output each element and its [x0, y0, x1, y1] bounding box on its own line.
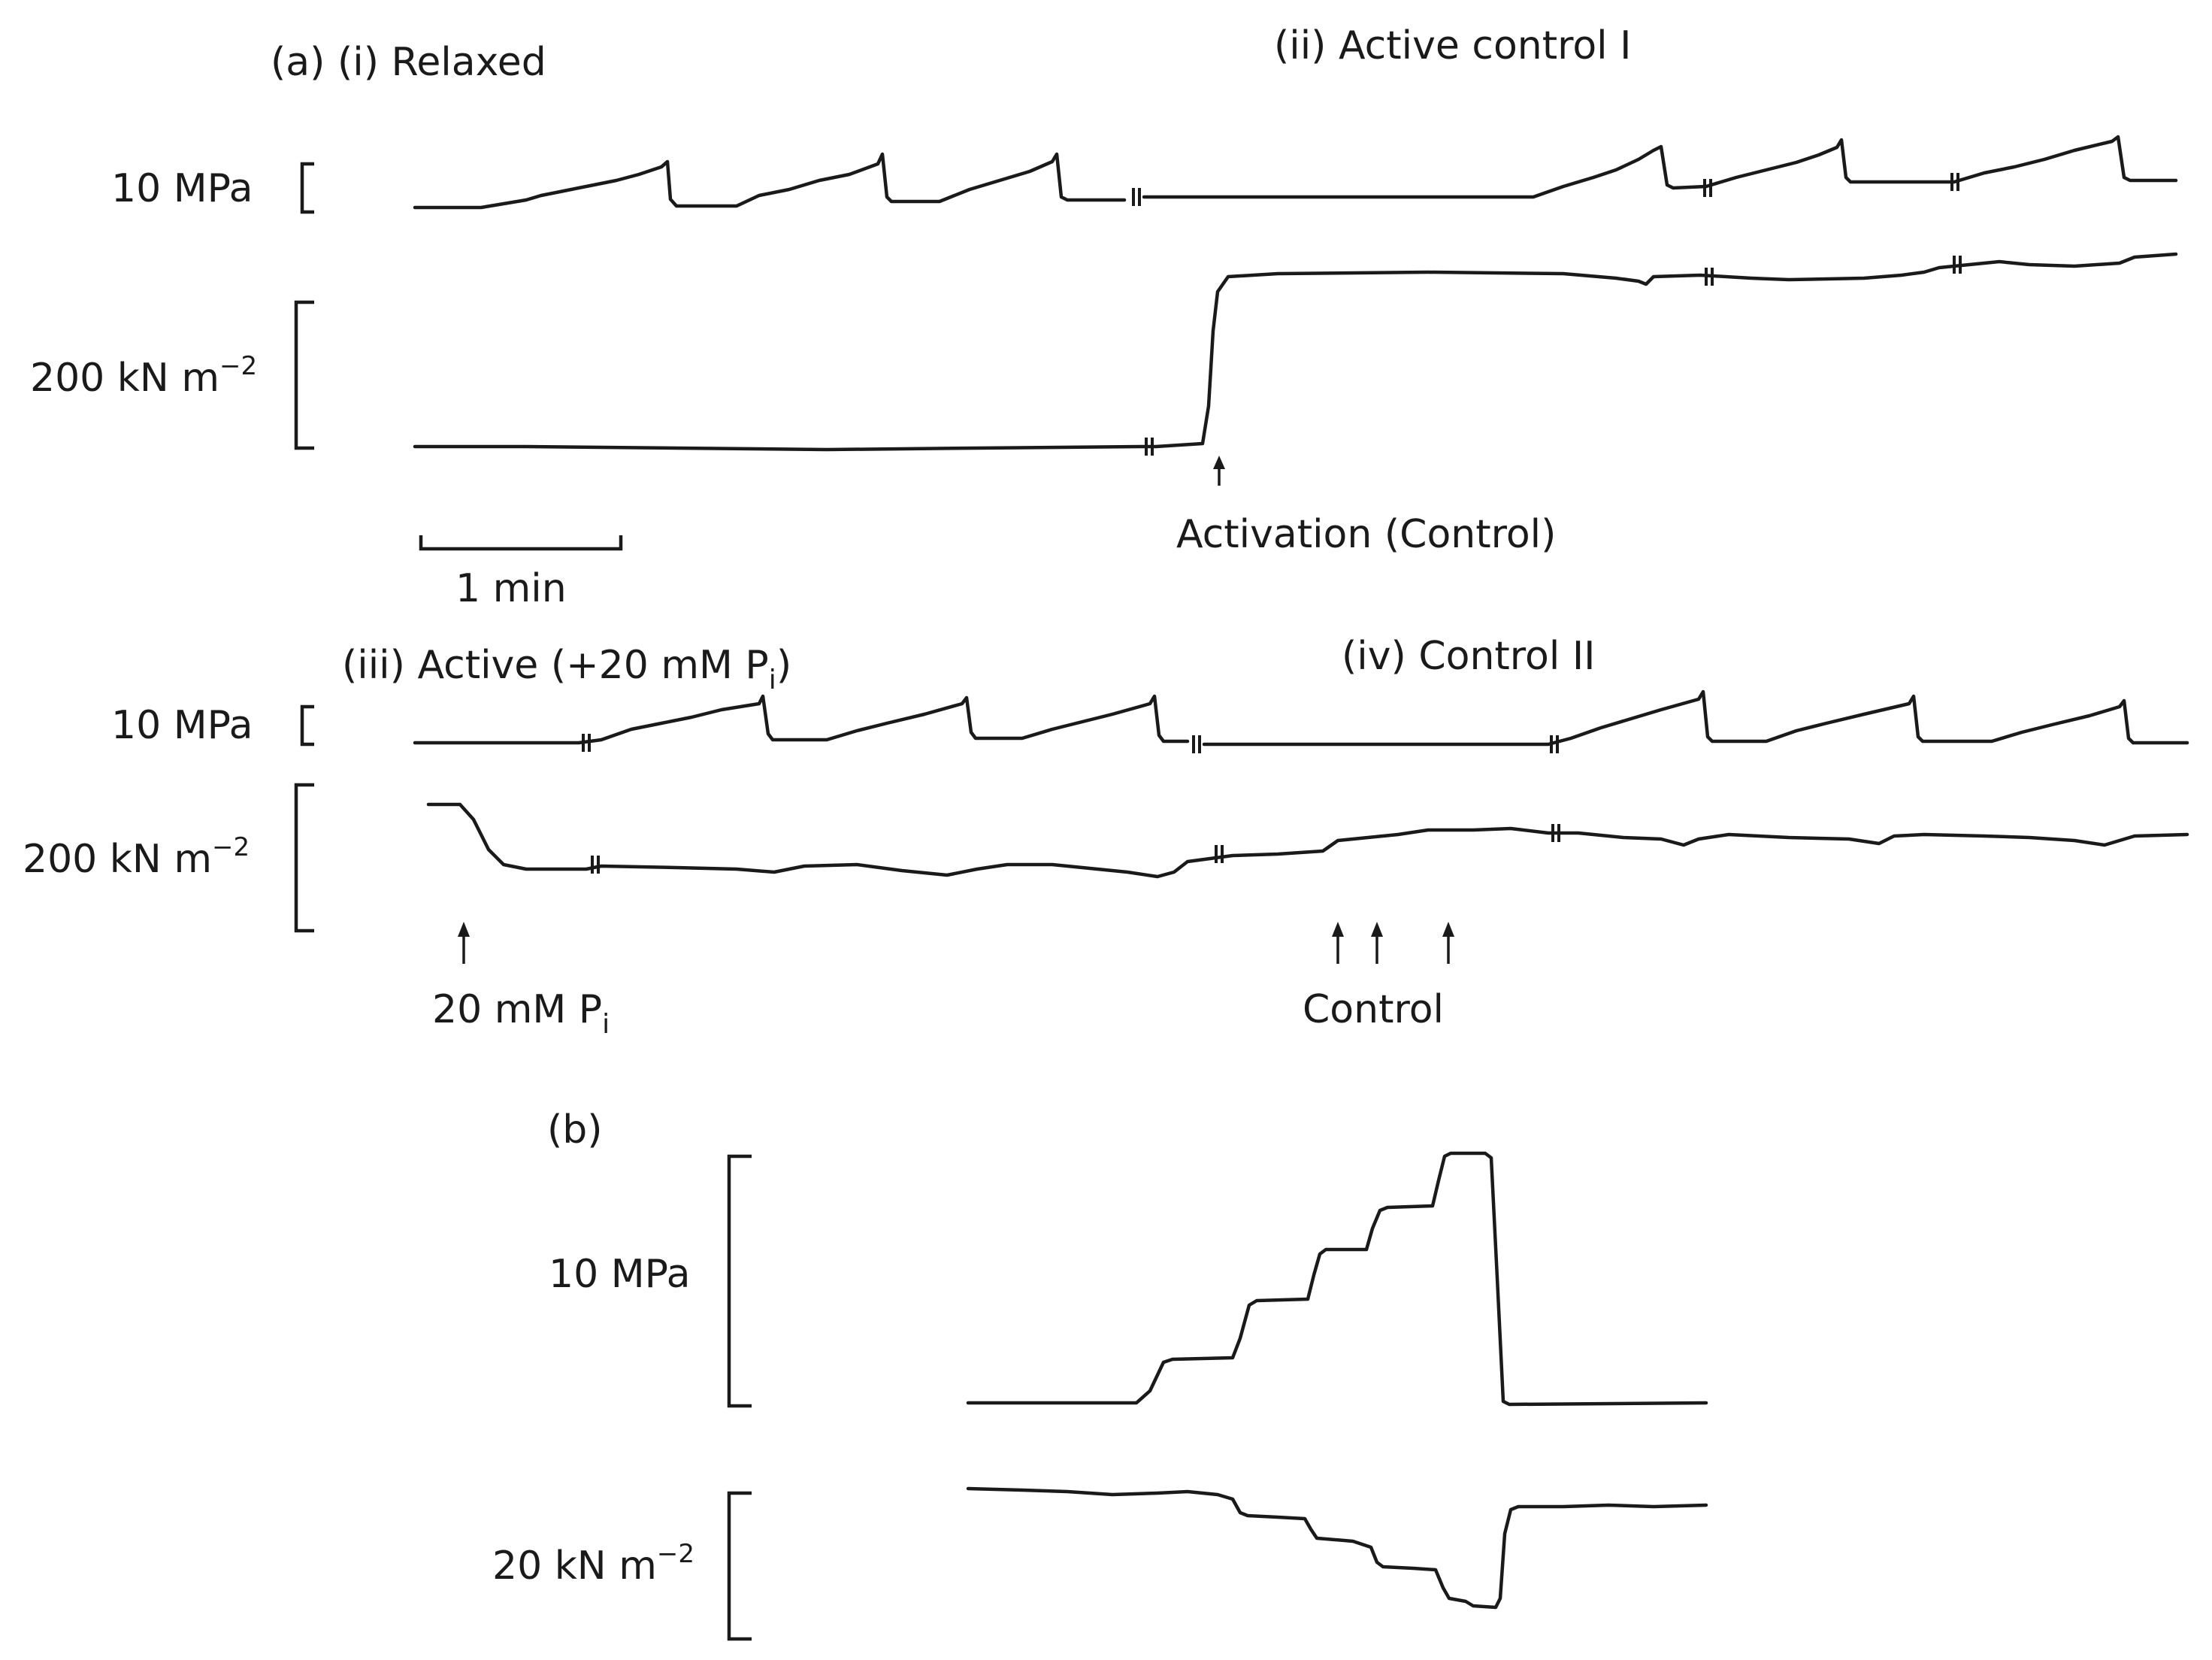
time-scale-label: 1 min — [455, 566, 567, 611]
pressure-bracket-1 — [300, 162, 314, 214]
activation-label: Activation (Control) — [1176, 512, 1556, 557]
label-control-2: (iv) Control II — [1342, 634, 1596, 679]
label-panel-b: (b) — [547, 1107, 603, 1153]
panel-b-tension-bracket — [727, 1491, 752, 1641]
tension-calibration-1: 200 kN m−2 — [30, 351, 257, 401]
pressure-calibration-2: 10 MPa — [111, 703, 253, 748]
pi-arrowhead — [458, 922, 470, 937]
time-scale-bar — [419, 535, 623, 551]
tension-trace-row-1 — [413, 252, 2178, 452]
tension-bracket-1 — [294, 300, 314, 450]
pressure-trace-control-2 — [1202, 689, 2189, 747]
tension-calibration-2: 200 kN m−2 — [23, 832, 250, 882]
label-relaxed: (a) (i) Relaxed — [271, 40, 546, 85]
label-active-pi: (iii) Active (+20 mM Pi) — [342, 643, 791, 695]
pressure-trace-active-1 — [1142, 135, 2178, 199]
control-arrows — [1332, 922, 1454, 964]
pressure-calibration-1: 10 MPa — [111, 166, 253, 211]
label-active-control-1: (ii) Active control I — [1274, 23, 1632, 68]
panel-b-tension-calibration: 20 kN m−2 — [492, 1539, 694, 1589]
tension-trace-row-2 — [426, 802, 2189, 879]
pi-label: 20 mM Pi — [432, 987, 610, 1040]
panel-b-pressure-trace — [966, 1151, 1708, 1407]
panel-b-pressure-bracket — [727, 1154, 752, 1408]
trace-break-marks-row-2 — [582, 734, 1560, 874]
pressure-trace-relaxed — [413, 152, 1127, 210]
trace-break-marks-row-1 — [1132, 173, 1962, 456]
panel-b-pressure-calibration: 10 MPa — [549, 1252, 690, 1297]
pressure-trace-active-pi — [413, 694, 1190, 745]
control-label: Control — [1303, 987, 1444, 1032]
tension-bracket-2 — [294, 783, 314, 933]
pressure-bracket-2 — [300, 704, 314, 747]
activation-arrowhead — [1213, 456, 1225, 469]
panel-b-tension-trace — [966, 1486, 1708, 1610]
